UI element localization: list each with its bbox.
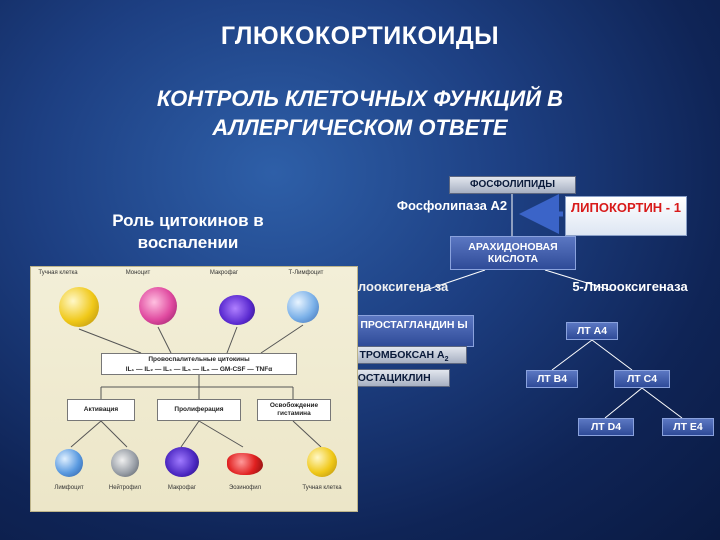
cytokine-bar-list: IL₁ — IL₂ — IL₄ — IL₅ — IL₆ — GM-CSF — T… (125, 365, 273, 373)
top-cell-label: Тучная клетка (38, 270, 78, 276)
lta4-to-ltb4-line (551, 339, 593, 371)
thromboxane-box: ТРОМБОКСАН А2 (341, 346, 467, 364)
macrophage-image (219, 295, 255, 325)
phospholipase-label: Фосфолипаза А2 (396, 198, 508, 213)
arachidonic-to-lox-line (544, 269, 611, 291)
lta4-box: ЛТ А4 (566, 322, 618, 340)
ltc4-to-ltd4-line (604, 387, 643, 419)
lte4-box: ЛТ Е4 (662, 418, 714, 436)
arachidonic-to-cox-line (419, 269, 486, 293)
page-title: ГЛЮКОКОРТИКОИДЫ (220, 22, 500, 50)
cyclooxygenase-label: Циклооксигена за (333, 279, 449, 294)
thromboxane-subscript: 2 (444, 356, 449, 364)
ltd4-box: ЛТ D4 (578, 418, 634, 436)
effect-proliferation: Пролиферация (157, 399, 241, 421)
page-subtitle: КОНТРОЛЬ КЛЕТОЧНЫХ ФУНКЦИЙ В АЛЛЕРГИЧЕСК… (156, 86, 564, 140)
lipocortin-box: ЛИПОКОРТИН - 1 (565, 196, 687, 236)
cytokine-bar-title: Провоспалительные цитокины (148, 356, 250, 363)
effect-activation: Активация (67, 399, 135, 421)
cytokine-figure: Тучная клетка Моноцит Макрофаг Т-Лимфоци… (30, 266, 358, 512)
top-cell-label: Т-Лимфоцит (288, 270, 324, 276)
mast-cell-bottom-image (307, 447, 337, 477)
monocyte-image (139, 287, 177, 325)
t-lymphocyte-image (287, 291, 319, 323)
lta4-to-ltc4-line (591, 339, 633, 371)
lymphocyte-image (55, 449, 83, 477)
phospholipids-box: ФОСФОЛИПИДЫ (449, 176, 576, 194)
arachidonic-acid-box: АРАХИДОНОВАЯ КИСЛОТА (450, 236, 576, 270)
thromboxane-label: ТРОМБОКСАН А (359, 349, 445, 361)
figure-connectors (70, 324, 322, 448)
effect-histamine-release: Освобождение гистамина (257, 399, 331, 421)
bottom-cell-label: Макрофаг (167, 485, 197, 491)
top-cell-label: Моноцит (125, 270, 151, 276)
bottom-cell-label: Тучная клетка (302, 485, 342, 491)
neutrophil-image (111, 449, 139, 477)
lipoxygenase-label: 5-Липооксигеназа (572, 279, 688, 294)
ltc4-to-lte4-line (641, 387, 683, 419)
cytokine-bar: Провоспалительные цитокины IL₁ — IL₂ — I… (101, 353, 297, 375)
bottom-cell-label: Нейтрофил (108, 485, 142, 491)
eosinophil-image (227, 453, 263, 475)
top-cell-label: Макрофаг (209, 270, 239, 276)
ltc4-box: ЛТ С4 (614, 370, 670, 388)
mast-cell-image (59, 287, 99, 327)
cytokine-role-label: Роль цитокинов в воспалении (112, 211, 264, 252)
bottom-cell-label: Лимфоцит (54, 485, 84, 491)
prostaglandins-box: ПРОСТАГЛАНДИН Ы (354, 315, 474, 347)
ltb4-box: ЛТ В4 (526, 370, 578, 388)
macrophage-bottom-image (165, 447, 199, 477)
bottom-cell-label: Эозинофил (228, 485, 262, 491)
